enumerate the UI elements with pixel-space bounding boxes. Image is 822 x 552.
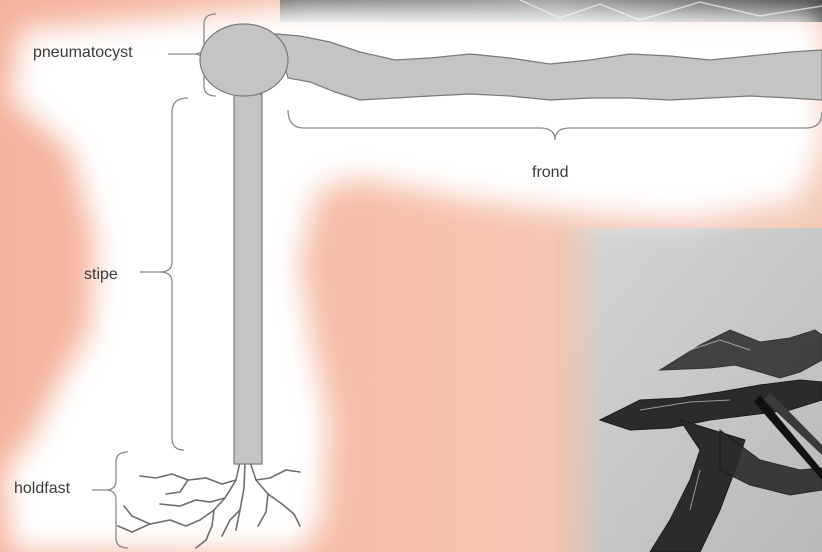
label-pneumatocyst: pneumatocyst [33,44,133,62]
beach-kelp-photo [556,228,822,552]
stipe-stem [234,94,262,464]
pneumatocyst-bulb [200,24,288,96]
label-holdfast: holdfast [14,480,70,498]
label-frond: frond [532,164,568,182]
label-stipe: stipe [84,266,118,284]
